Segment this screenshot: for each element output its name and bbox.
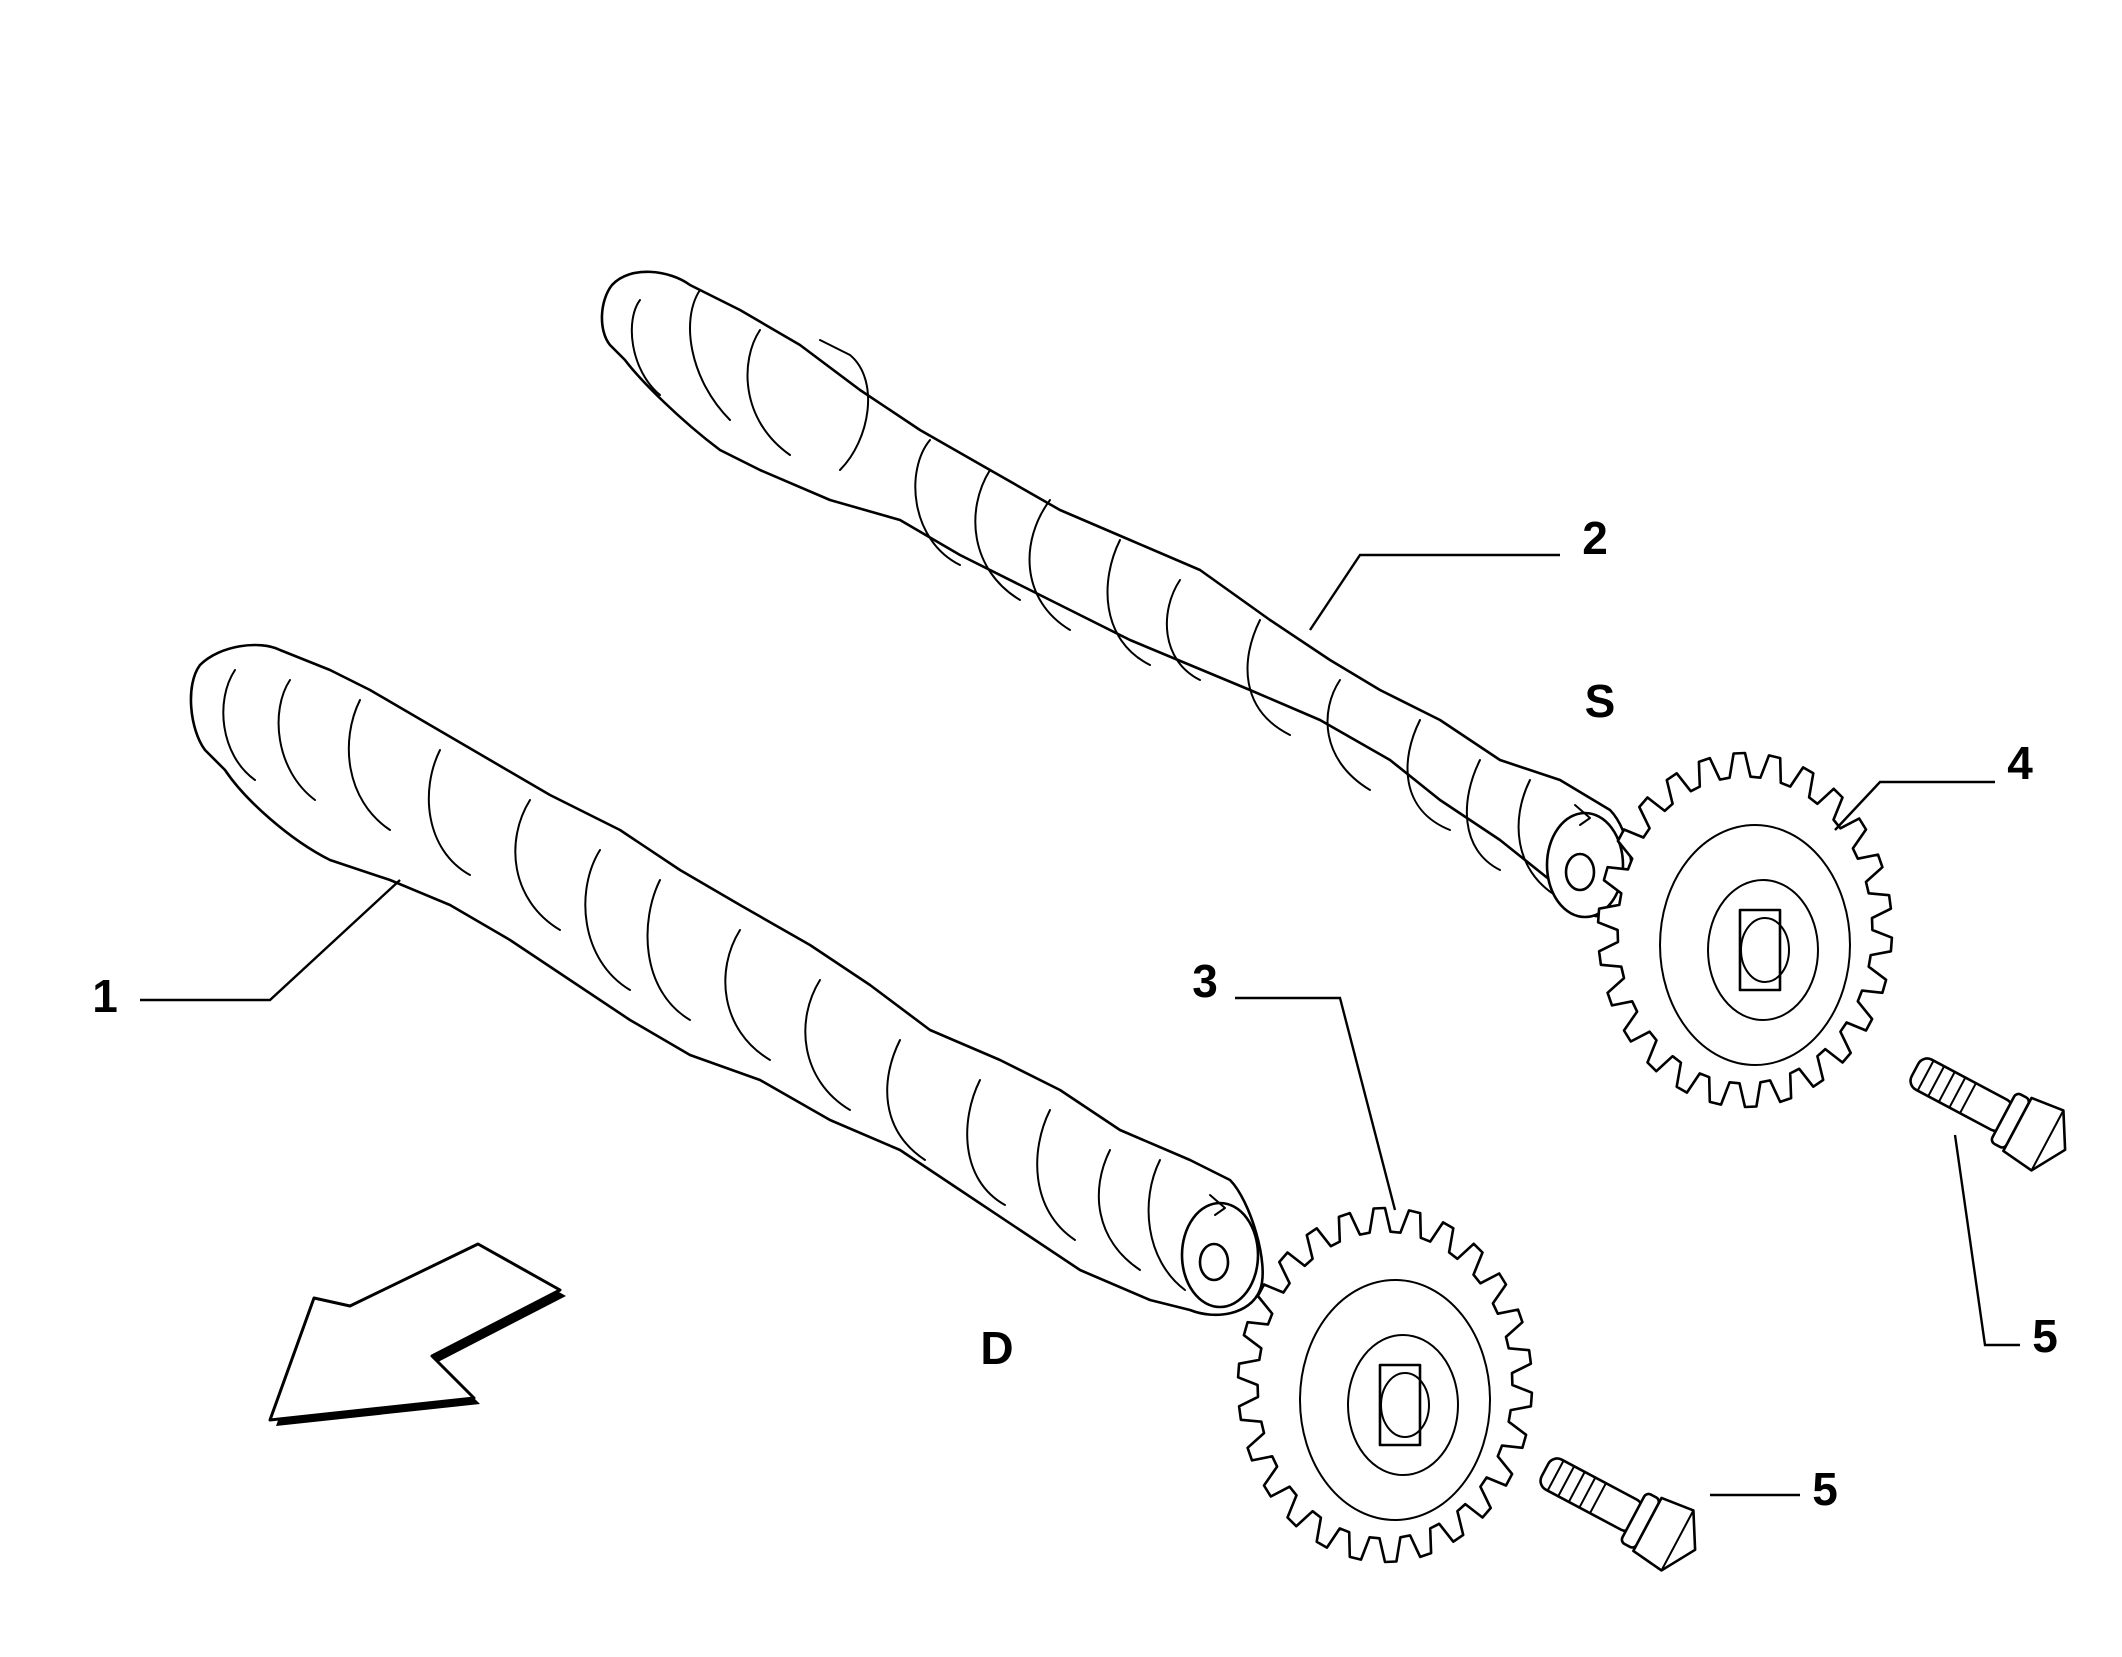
timing-gear-upper [1596,751,1894,1109]
callout-4: 4 [2007,737,2033,789]
camshaft-exhaust-body [189,643,1264,1317]
callout-2: 2 [1582,512,1608,564]
callout-5-upper: 5 [2032,1310,2058,1362]
leader-line-1 [140,879,401,1002]
bank-label-s: S [1585,675,1616,727]
gear-bolt-upper [1909,1057,2067,1172]
front-direction-arrow-icon [268,1242,566,1426]
timing-gear-lower [1236,1206,1534,1564]
camshaft-exhaust [189,643,1264,1317]
bank-label-d: D [980,1322,1013,1374]
callout-1: 1 [92,970,118,1022]
leader-line-2 [1309,553,1560,631]
callout-3: 3 [1192,955,1218,1007]
camshaft-exhaust-bore [1198,1242,1230,1282]
gear-bolt-lower [1539,1457,1697,1572]
leader-line-3 [1235,996,1397,1211]
timing-gear-upper-hub [1738,908,1782,992]
camshaft-intake-body [600,270,1634,918]
leader-line-4 [1834,780,1995,831]
camshaft-intake [600,270,1634,919]
leader-line-5-upper [1953,1134,2020,1347]
timing-gear-lower-hub [1378,1363,1422,1447]
camshaft-intake-bore [1564,852,1596,892]
callout-5-lower: 5 [1812,1463,1838,1515]
